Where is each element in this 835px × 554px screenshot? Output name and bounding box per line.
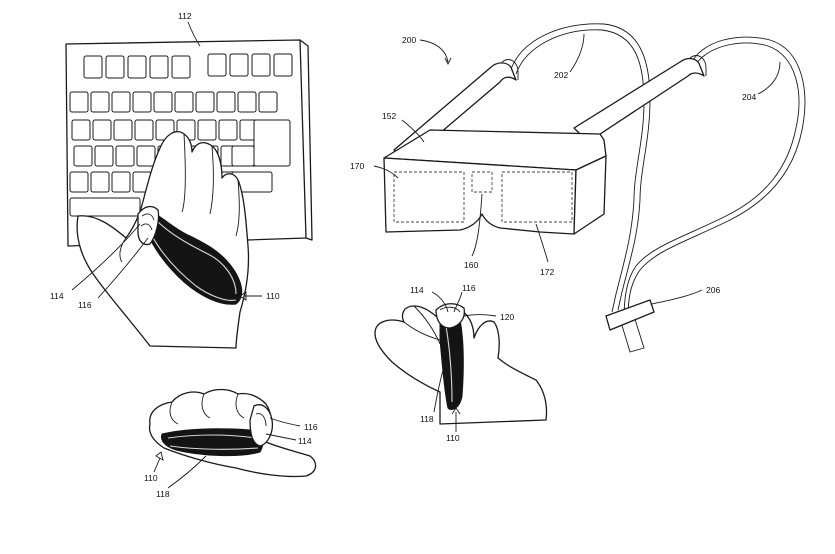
keyboard-key (251, 53, 271, 77)
hand-bottom (148, 388, 317, 478)
label-116-top: 116 (78, 300, 92, 310)
keyboard-key (218, 119, 238, 141)
reference-numerals: 112 114 116 110 200 202 204 152 170 160 … (50, 11, 756, 499)
keyboard-key (69, 197, 141, 217)
keyboard-key (197, 119, 217, 141)
label-170: 170 (350, 161, 364, 171)
label-110-mid: 110 (446, 433, 460, 443)
keyboard-key (153, 91, 173, 113)
label-112: 112 (178, 11, 192, 21)
label-118-mid: 118 (420, 414, 434, 424)
keyboard-key (105, 55, 125, 79)
hand-middle (374, 303, 548, 425)
keyboard-key (69, 91, 89, 113)
label-116-mid: 116 (462, 283, 476, 293)
keyboard-key (195, 91, 215, 113)
label-118-bot: 118 (156, 489, 170, 499)
keyboard-key (111, 91, 131, 113)
label-160: 160 (464, 260, 478, 270)
keyboard-key (132, 91, 152, 113)
keyboard-key (92, 119, 112, 141)
keyboard-key (71, 119, 91, 141)
keyboard-key (113, 119, 133, 141)
keyboard-key (207, 53, 227, 77)
keyboard-key (229, 53, 249, 77)
glasses (383, 23, 806, 353)
leader-lines (71, 21, 781, 489)
keyboard-key (94, 145, 114, 167)
keyboard-key (171, 55, 191, 79)
label-172: 172 (540, 267, 554, 277)
label-152: 152 (382, 111, 396, 121)
keyboard-key (115, 145, 135, 167)
keyboard-key (273, 53, 293, 77)
keyboard-key (136, 145, 156, 167)
label-120-mid: 120 (500, 312, 514, 322)
keyboard-key (237, 91, 257, 113)
keyboard-key (111, 171, 131, 193)
keyboard-key (149, 55, 169, 79)
keyboard-key (90, 171, 110, 193)
label-114-mid: 114 (410, 285, 424, 295)
keyboard-key (253, 119, 291, 167)
label-202: 202 (554, 70, 568, 80)
keyboard-key (134, 119, 154, 141)
keyboard-key (90, 91, 110, 113)
label-114-bot: 114 (298, 436, 312, 446)
label-206: 206 (706, 285, 720, 295)
label-116-bot: 116 (304, 422, 318, 432)
keyboard-key (174, 91, 194, 113)
label-110-bot: 110 (144, 473, 158, 483)
keyboard-key (69, 171, 89, 193)
keyboard-key (216, 91, 236, 113)
label-200: 200 (402, 35, 416, 45)
label-114-top: 114 (50, 291, 64, 301)
keyboard-key (127, 55, 147, 79)
keyboard-key (83, 55, 103, 79)
label-204: 204 (742, 92, 756, 102)
keyboard-key (258, 91, 278, 113)
label-110-top: 110 (266, 291, 280, 301)
keyboard-key (73, 145, 93, 167)
keyboard-key (231, 145, 255, 167)
